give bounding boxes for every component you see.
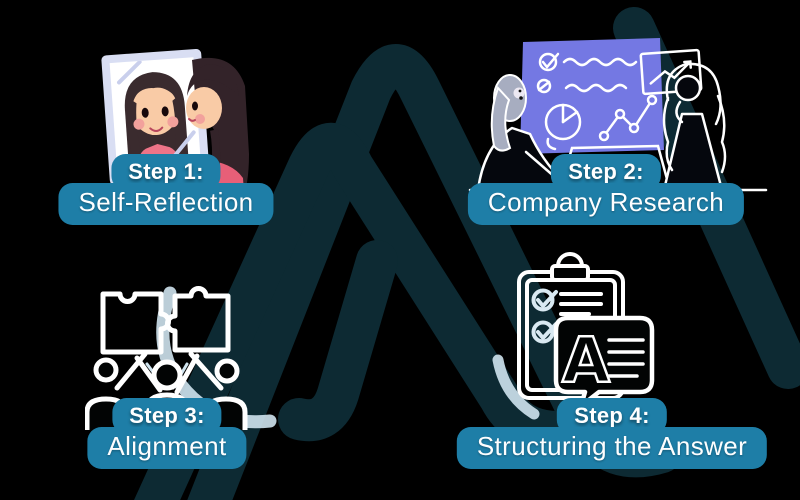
watermark-inner-curl <box>278 240 398 442</box>
head-right <box>214 358 240 384</box>
step-1-subtitle-pill: Self-Reflection <box>58 183 274 225</box>
step-3-card: Step 3: Alignment <box>0 250 300 500</box>
step-2-label: Step 2: Company Research <box>467 154 745 225</box>
step-3-subtitle-pill: Alignment <box>87 427 247 469</box>
clipboard-clip-dome <box>556 252 584 268</box>
step-4-subtitle-pill: Structuring the Answer <box>456 427 768 469</box>
step-2-card: Step 2: Company Research <box>440 0 800 250</box>
person-left <box>476 74 565 193</box>
step-1-label: Step 1: Self-Reflection <box>58 154 274 225</box>
head-center <box>151 359 183 391</box>
checklist-checks <box>531 288 558 344</box>
speech-bubble: A <box>553 315 655 409</box>
step-2-subtitle-pill: Company Research <box>467 183 745 225</box>
arm-center-right <box>174 353 200 395</box>
step-1-card: Step 1: Self-Reflection <box>0 0 300 250</box>
arm-left-figure <box>114 351 148 391</box>
clipboard-clip <box>550 264 590 282</box>
clipboard-speech-bubble-icon: A <box>517 252 655 409</box>
step-4-label: Step 4: Structuring the Answer <box>456 398 768 469</box>
person-right <box>662 62 727 192</box>
step-4-card: A Step 4: Structuring the Answer <box>440 250 800 500</box>
board-chart-dots <box>598 94 658 142</box>
bubble-text-lines <box>607 338 645 378</box>
puzzle-piece-right <box>165 286 231 353</box>
head-left <box>93 357 119 383</box>
bubble-letter: A <box>562 324 610 397</box>
presentation-board <box>520 38 664 154</box>
step-3-label: Step 3: Alignment <box>87 398 247 469</box>
arm-right-figure <box>188 351 224 391</box>
puzzle-piece-left <box>100 291 171 355</box>
watermark-light-arc-right <box>492 354 540 420</box>
board-doodles <box>536 52 654 151</box>
